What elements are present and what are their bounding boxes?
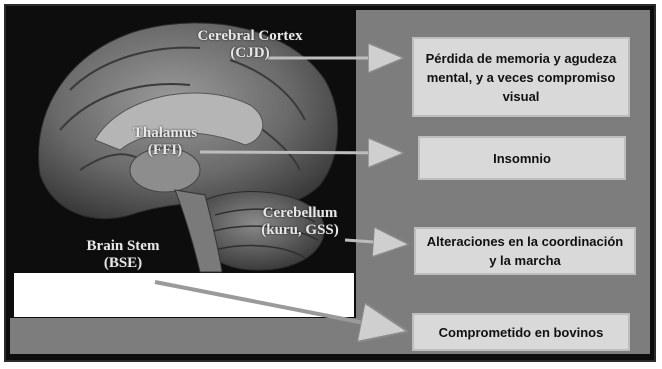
effect-insomnia-text: Insomnio (493, 149, 551, 168)
effect-box-bovine: Comprometido en bovinos (412, 313, 630, 351)
brain-stem-disease: (BSE) (68, 255, 178, 272)
arrow-brain-stem (155, 282, 400, 330)
brain-stem-name: Brain Stem (68, 238, 178, 255)
thalamus-name: Thalamus (110, 125, 220, 142)
arrow-cerebellum (345, 240, 403, 244)
effect-memory-text: Pérdida de memoria y agudeza mental, y a… (422, 49, 620, 106)
cerebellum-name: Cerebellum (240, 205, 360, 222)
effect-box-coordination: Alteraciones en la coordinación y la mar… (414, 227, 636, 275)
effect-coordination-text: Alteraciones en la coordinación y la mar… (422, 232, 628, 270)
thalamus-disease: (FFI) (110, 142, 220, 159)
arrow-thalamus (200, 152, 398, 153)
brain-stem-label: Brain Stem (BSE) (68, 238, 178, 272)
thalamus-label: Thalamus (FFI) (110, 125, 220, 159)
cerebral-cortex-label: Cerebral Cortex (CJD) (170, 28, 330, 62)
effect-box-insomnia: Insomnio (418, 136, 626, 180)
cerebral-cortex-disease: (CJD) (170, 45, 330, 62)
effect-box-memory: Pérdida de memoria y agudeza mental, y a… (412, 37, 630, 117)
cerebral-cortex-name: Cerebral Cortex (170, 28, 330, 45)
cerebellum-label: Cerebellum (kuru, GSS) (240, 205, 360, 239)
effect-bovine-text: Comprometido en bovinos (439, 323, 604, 342)
cerebellum-disease: (kuru, GSS) (240, 222, 360, 239)
